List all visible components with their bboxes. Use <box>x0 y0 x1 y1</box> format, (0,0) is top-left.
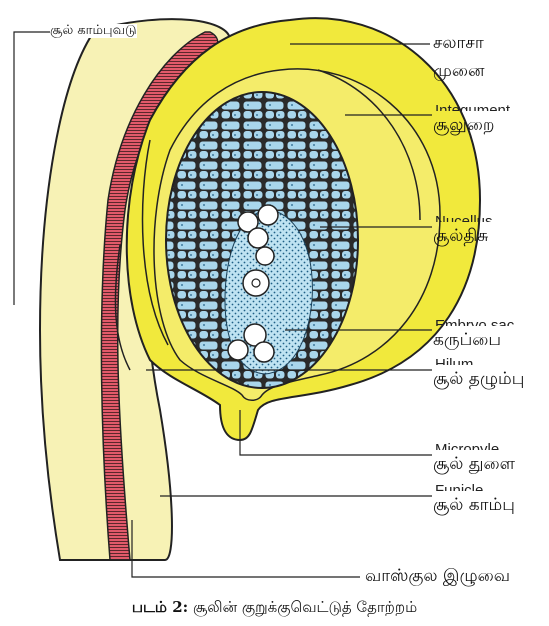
leader-micropyle <box>240 410 432 455</box>
antipodal-cell <box>248 228 268 248</box>
label-vascular: வாஸ்குல இழுவை <box>365 567 510 586</box>
label-embryo-sac-en: Embryo sac <box>435 318 514 326</box>
synergid-cell <box>254 342 274 362</box>
label-hilum-ta: சூல் தழும்பு <box>433 370 524 389</box>
label-nucellus-ta: சூல்திசு <box>433 227 488 246</box>
polar-nucleus <box>256 247 274 265</box>
label-funiculus-top: சூல் காம்புவடு <box>50 24 137 38</box>
label-funicle-en: Funicle <box>435 483 483 491</box>
label-funicle-ta: சூல் காம்பு <box>433 496 515 515</box>
label-nucellus-en: Nucellus <box>435 214 493 222</box>
secondary-nucleus <box>243 270 269 296</box>
label-micropyle-en: Micropyle <box>435 442 499 450</box>
label-micropyle-ta: சூல் துளை <box>433 455 515 474</box>
label-embryo-sac-ta: கருப்பை <box>433 331 501 350</box>
label-chalaza-1: சலாசா <box>433 34 484 53</box>
synergid-cell <box>228 340 248 360</box>
figure-caption: படம் 2: சூலின் குறுக்குவெட்டுத் தோற்றம் <box>0 598 549 618</box>
antipodal-cell <box>258 205 278 225</box>
label-chalaza-2: முனை <box>433 62 484 81</box>
label-hilum-en: Hilum <box>435 357 473 365</box>
label-integument-en: Integument <box>435 103 510 111</box>
caption-text: சூலின் குறுக்குவெட்டுத் தோற்றம் <box>188 598 417 616</box>
label-integument-ta: சூலுறை <box>433 116 494 135</box>
caption-prefix: படம் 2: <box>132 598 188 616</box>
